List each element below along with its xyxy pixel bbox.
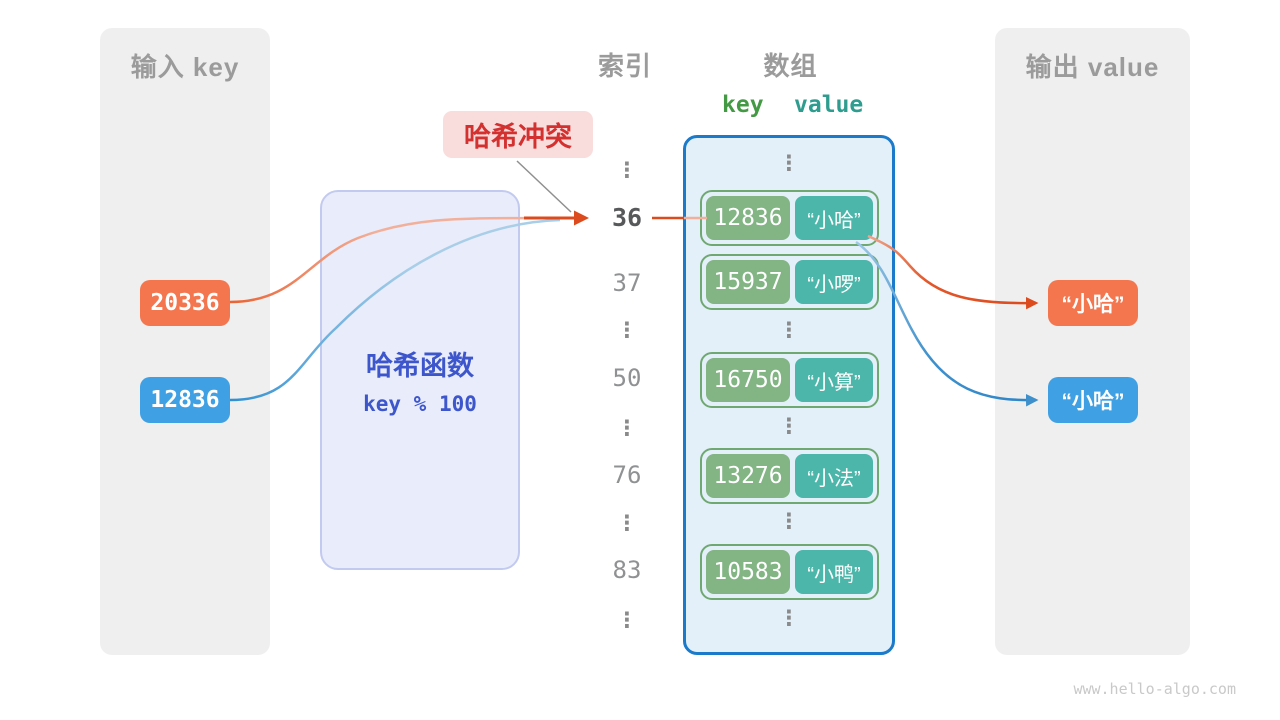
index-36-highlighted: 36 [611,203,643,232]
array-pair-row-36: 12836 “小哈” [700,190,879,246]
output-panel: 输出 value [995,28,1190,655]
index-83: 83 [612,556,642,584]
output-value-orange: “小哈” [1048,280,1138,326]
array-key-header: key [722,92,764,118]
pair-value: “小鸭” [795,550,873,594]
pair-value: “小法” [795,454,873,498]
hash-function-title: 哈希函数 [366,351,474,381]
array-value-header: value [794,92,864,118]
pair-key: 10583 [706,550,790,594]
index-ellipsis: ⋮ [616,318,638,342]
array-ellipsis: ⋮ [778,318,800,342]
pair-value: “小哈” [795,196,873,240]
array-ellipsis: ⋮ [778,414,800,438]
array-ellipsis: ⋮ [778,509,800,533]
hash-function-formula: key % 100 [363,392,477,416]
pair-value: “小啰” [795,260,873,304]
output-panel-title: 输出 value [1025,52,1160,82]
array-pair-row-37: 15937 “小啰” [700,254,879,310]
index-37: 37 [612,269,642,297]
array-pair-row-76: 13276 “小法” [700,448,879,504]
gray-callout-line [516,160,572,213]
pair-key: 15937 [706,260,790,304]
pair-key: 13276 [706,454,790,498]
index-ellipsis: ⋮ [616,416,638,440]
array-ellipsis: ⋮ [778,151,800,175]
index-ellipsis: ⋮ [616,511,638,535]
index-ellipsis: ⋮ [616,608,638,632]
hash-collision-label: 哈希冲突 [443,111,593,158]
pair-key: 12836 [706,196,790,240]
index-ellipsis: ⋮ [616,158,638,182]
array-ellipsis: ⋮ [778,606,800,630]
pair-key: 16750 [706,358,790,402]
pair-value: “小算” [795,358,873,402]
array-column-title: 数组 [763,51,818,81]
watermark: www.hello-algo.com [1073,680,1236,698]
input-key-20336: 20336 [140,280,230,326]
input-panel: 输入 key [100,28,270,655]
array-pair-row-83: 10583 “小鸭” [700,544,879,600]
array-pair-row-50: 16750 “小算” [700,352,879,408]
index-column-title: 索引 [597,51,652,81]
index-50: 50 [612,364,642,392]
output-value-blue: “小哈” [1048,377,1138,423]
index-76: 76 [612,461,642,489]
input-key-12836: 12836 [140,377,230,423]
input-panel-title: 输入 key [130,52,240,82]
